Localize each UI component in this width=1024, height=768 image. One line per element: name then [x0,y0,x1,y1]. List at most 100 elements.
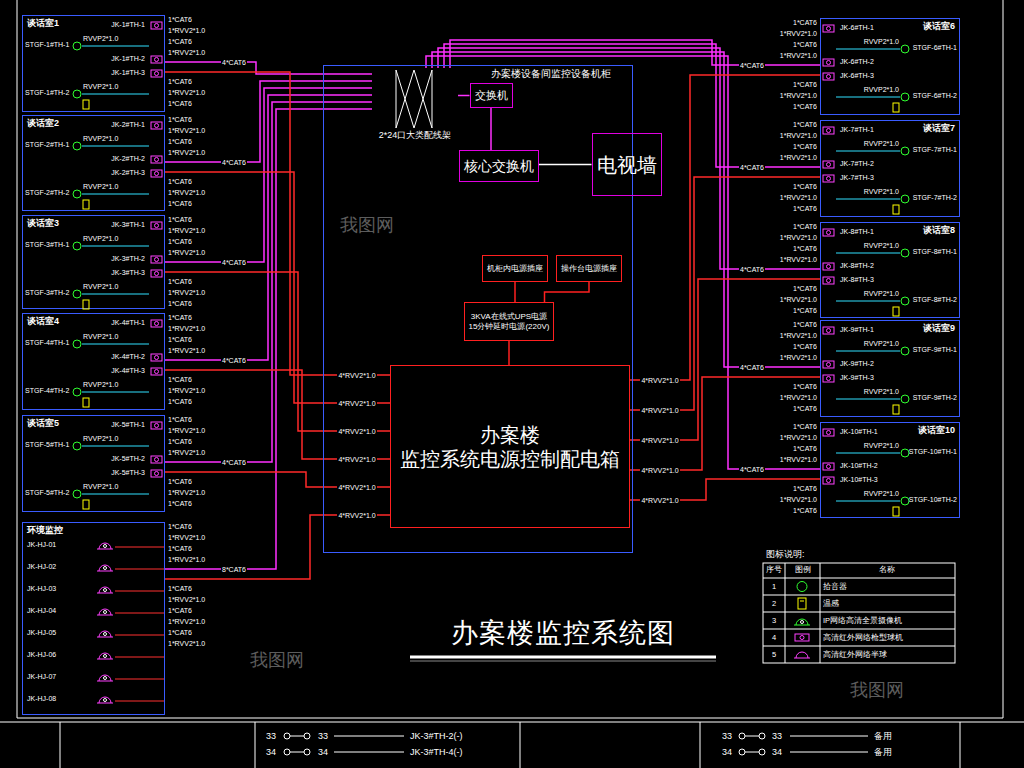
deco-line [785,563,786,663]
cable-label: 1*CAT6 [793,484,817,493]
patch-panel: 2*24口大类配线架 [372,68,458,142]
cable-label: 1*CAT6 [793,422,817,431]
cable-label: 1*CAT6 [168,37,192,46]
device-label: RVVP2*1.0 [83,83,118,91]
cable-label: 1*CAT6 [168,15,192,24]
symbol-rect [893,205,899,214]
symbol-rect [151,22,162,29]
device-label: JK-8#TH-1 [840,228,874,236]
device-label: RVVP2*1.0 [83,435,118,443]
deco-line [790,752,868,753]
node-symbols [821,321,959,416]
deco-line [334,752,404,753]
device-label: JK-1#TH-2 [111,55,145,63]
device-label: STGF-1#TH-1 [25,41,69,49]
cable-label: 1*CAT6 [793,18,817,27]
device-label: RVVP2*1.0 [864,140,899,148]
symbol-circle [104,699,107,702]
symbol-line [115,679,164,680]
device-label: JK-3#TH-2 [111,255,145,263]
symbol-line [82,392,149,393]
cable-label: 1*RVV2*1.0 [780,29,817,38]
symbol-circle [104,677,107,680]
symbol-circle [827,431,831,435]
symbol-path [97,609,113,615]
device-label: JK-8#TH-3 [840,276,874,284]
legend-table [763,563,955,663]
device-label: JK-10#TH-3 [840,476,878,484]
symbol-circle [155,472,159,476]
device-label: JK-10#TH-1 [840,428,878,436]
cable-label: 1*RVV2*1.0 [168,148,205,157]
cable-label: 1*RVV2*1.0 [168,448,205,457]
cable-spec-label: 4*RVV2*1.0 [640,376,679,385]
cable-label: 1*RVV2*1.0 [168,26,205,35]
cable-label: 1*CAT6 [793,80,817,89]
symbol-circle [73,190,81,198]
device-label: JK-3#TH-1 [111,221,145,229]
symbol-circle [827,75,831,79]
symbol-rect [151,170,162,177]
box-label: 交换机 [475,89,508,102]
legend-text: 拾音器 [823,582,847,591]
device-label: JK-5#TH-1 [111,421,145,429]
device-label: STGF-5#TH-2 [25,489,69,497]
symbol-circle [155,322,159,326]
device-label: JK-4#TH-1 [111,319,145,327]
deco-line [820,563,821,663]
device-label: STGF-3#TH-1 [25,241,69,249]
symbol-circle [104,567,107,570]
symbol-line [836,399,900,400]
device-label: RVVP2*1.0 [864,490,899,498]
cable-spec-label: 4*CAT6 [221,458,247,467]
symbol-rect [823,59,834,66]
cable-label: 1*CAT6 [168,499,192,508]
cable-label: 1*CAT6 [168,584,192,593]
cable-spec-label: 4*CAT6 [739,363,765,372]
symbol-circle [901,497,909,505]
deco-line [800,601,804,602]
deco-circle [739,749,745,755]
device-label: STGF-1#TH-2 [25,89,69,97]
box-label: 监控系统电源控制配电箱 [400,447,620,471]
cable-spec-label: 4*RVV2*1.0 [640,496,679,505]
table-cell: 3 [772,616,776,625]
cable-label: 1*RVV2*1.0 [168,346,205,355]
deco-line [290,752,304,753]
room-title: 谈话室1 [27,18,59,29]
node-symbols [23,416,164,511]
connector [514,282,516,302]
symbol-line [115,613,164,614]
cable-spec-label: 4*CAT6 [739,265,765,274]
cable-label: 1*RVV2*1.0 [168,88,205,97]
symbol-rect [151,270,162,277]
cable-label: 1*CAT6 [793,284,817,293]
cable-label: 1*CAT6 [793,244,817,253]
device-label: RVVP2*1.0 [864,290,899,298]
table-cell: 4 [772,633,776,642]
symbol-line [82,146,149,147]
cable-spec-label: 4*RVV2*1.0 [337,399,376,408]
cable-label: 1*RVV2*1.0 [780,255,817,264]
symbol-rect [823,429,834,436]
connector [630,279,820,440]
symbol-circle [827,329,831,333]
symbol-circle [73,340,81,348]
deco-line [763,578,955,579]
symbol-line [836,151,900,152]
symbol-circle [73,42,81,50]
symbol-circle [827,265,831,269]
device-label: STGF-4#TH-2 [25,387,69,395]
symbol-circle [155,172,159,176]
deco-line [763,595,955,596]
cable-label: 1*RVV2*1.0 [780,233,817,242]
device-label: RVVP2*1.0 [864,388,899,396]
cable-label: 1*CAT6 [793,404,817,413]
symbol-line [836,97,900,98]
device-label: RVVP2*1.0 [83,381,118,389]
symbol-circle [73,142,81,150]
cable-label: 1*CAT6 [793,182,817,191]
signal-name: JK-3#TH-4(-) [410,747,463,758]
device-label: JK-1#TH-3 [111,69,145,77]
box-label: 3KVA在线式UPS电源 [471,312,547,322]
